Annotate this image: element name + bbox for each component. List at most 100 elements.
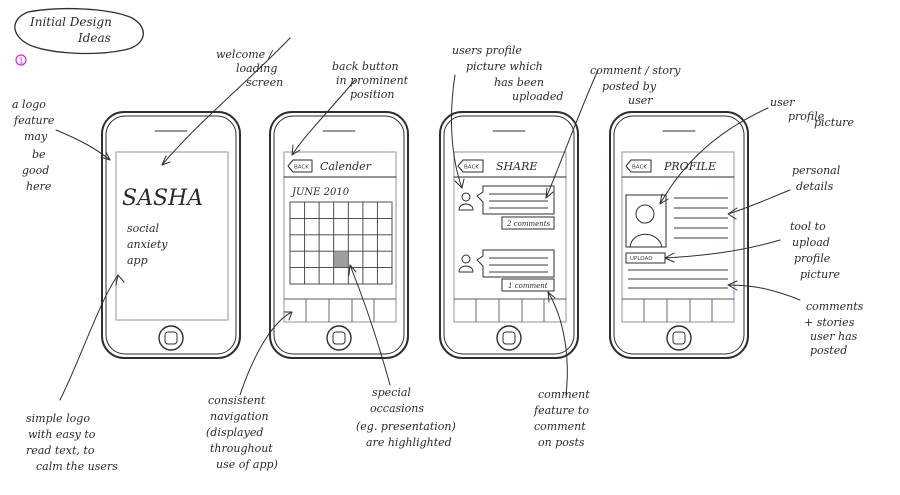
personal-details	[674, 197, 728, 239]
svg-text:picture: picture	[814, 116, 854, 129]
svg-text:user: user	[628, 94, 653, 107]
app-logo: SASHA	[122, 186, 203, 211]
back-button	[457, 159, 484, 173]
svg-text:user has: user has	[810, 330, 858, 343]
back-button	[625, 159, 652, 173]
comment-button	[501, 278, 555, 292]
svg-text:on posts: on posts	[538, 436, 585, 449]
svg-text:BACK: BACK	[632, 165, 647, 171]
home-button	[496, 325, 522, 351]
svg-text:loading: loading	[236, 62, 277, 75]
home-button	[326, 325, 352, 351]
svg-text:be: be	[32, 148, 46, 161]
annotation-user-profile-picture: user profile picture	[770, 96, 854, 129]
annotation-users-profile-picture: users profile picture which has been upl…	[452, 44, 563, 103]
home-button	[666, 325, 692, 351]
nav-bar	[622, 298, 734, 322]
phone-share: BACK SHARE 2 comments 1 comment	[439, 111, 579, 359]
svg-text:+ stories: + stories	[804, 316, 855, 329]
svg-text:comment: comment	[534, 420, 586, 433]
svg-text:in prominent: in prominent	[336, 74, 409, 87]
svg-text:profile: profile	[794, 252, 831, 265]
svg-text:upload: upload	[792, 236, 830, 249]
svg-text:1 comment: 1 comment	[508, 282, 548, 290]
page-marker: 1	[15, 54, 27, 66]
svg-text:comments: comments	[806, 300, 864, 313]
annotation-logo-feature: a logo feature may be good here	[12, 98, 55, 193]
svg-text:BACK: BACK	[294, 165, 309, 171]
tagline-3: app	[127, 254, 148, 267]
calendar-header: Calender	[320, 160, 372, 173]
svg-text:consistent: consistent	[208, 394, 266, 407]
svg-text:picture: picture	[800, 268, 840, 281]
svg-text:UPLOAD: UPLOAD	[630, 256, 652, 262]
title-line-2: Ideas	[77, 31, 111, 45]
comment-button	[501, 216, 555, 230]
profile-picture-icon	[625, 194, 667, 248]
svg-text:details: details	[796, 180, 834, 193]
annotation-consistent-nav: consistent navigation (displayed through…	[206, 394, 278, 471]
svg-text:1: 1	[19, 57, 24, 66]
svg-text:navigation: navigation	[210, 410, 269, 423]
svg-text:profile: profile	[788, 110, 825, 123]
annotation-welcome-screen: welcome / loading screen	[216, 48, 283, 89]
annotation-comments-stories: comments + stories user has posted	[804, 300, 864, 357]
tagline-1: social	[127, 222, 160, 235]
svg-text:throughout: throughout	[210, 442, 273, 455]
highlighted-day	[334, 252, 348, 267]
home-button	[158, 325, 184, 351]
svg-text:may: may	[24, 130, 48, 143]
svg-text:feature: feature	[13, 114, 55, 127]
svg-text:screen: screen	[246, 76, 283, 89]
annotation-upload-tool: tool to upload profile picture	[790, 220, 840, 281]
svg-text:posted: posted	[810, 344, 847, 357]
svg-text:users profile: users profile	[452, 44, 522, 57]
phone-calendar: BACK Calender JUNE 2010	[269, 111, 409, 359]
back-button	[287, 159, 313, 173]
nav-bar	[454, 298, 566, 322]
annotation-comment-feature: comment feature to comment on posts	[533, 388, 590, 449]
svg-text:position: position	[350, 88, 394, 101]
svg-text:picture which: picture which	[466, 60, 543, 73]
svg-text:tool to: tool to	[790, 220, 826, 233]
svg-text:has been: has been	[494, 76, 544, 89]
svg-text:use of app): use of app)	[216, 458, 278, 471]
calendar-month: JUNE 2010	[290, 187, 350, 198]
svg-text:(eg. presentation): (eg. presentation)	[356, 420, 456, 433]
calendar-grid	[289, 201, 393, 285]
svg-text:special: special	[372, 386, 411, 399]
svg-text:BACK: BACK	[464, 165, 479, 171]
svg-text:(displayed: (displayed	[206, 426, 263, 439]
svg-text:are highlighted: are highlighted	[366, 436, 452, 449]
svg-text:here: here	[26, 180, 52, 193]
svg-text:with easy to: with easy to	[28, 428, 96, 441]
annotation-arrows	[55, 37, 801, 401]
svg-text:uploaded: uploaded	[512, 90, 563, 103]
posted-stories	[628, 269, 728, 289]
annotation-special-occasions: special occasions (eg. presentation) are…	[356, 386, 456, 449]
svg-text:read text, to: read text, to	[26, 444, 95, 457]
svg-text:user: user	[770, 96, 795, 109]
svg-text:comment: comment	[538, 388, 590, 401]
annotation-simple-logo: simple logo with easy to read text, to c…	[26, 412, 118, 473]
phone-profile: BACK PROFILE UPLOAD	[609, 111, 749, 359]
nav-bar	[284, 298, 396, 322]
profile-header: PROFILE	[663, 160, 716, 173]
annotation-personal-details: personal details	[792, 164, 841, 193]
svg-text:feature to: feature to	[533, 404, 589, 417]
profile-screen	[621, 151, 735, 323]
svg-text:good: good	[22, 164, 49, 177]
user-avatar-icon	[458, 254, 474, 273]
svg-text:posted by: posted by	[602, 80, 657, 93]
user-avatar-icon	[458, 192, 474, 211]
annotation-back-button: back button in prominent position	[332, 60, 409, 101]
svg-text:a logo: a logo	[12, 98, 46, 111]
svg-text:calm the users: calm the users	[36, 460, 118, 473]
svg-text:simple logo: simple logo	[26, 412, 90, 425]
title-cloud: Initial Design Ideas	[14, 7, 144, 55]
annotation-comment-story: comment / story posted by user	[590, 64, 681, 107]
title-line-1: Initial Design	[29, 15, 112, 29]
svg-text:comment / story: comment / story	[590, 64, 681, 77]
share-screen	[453, 151, 567, 323]
